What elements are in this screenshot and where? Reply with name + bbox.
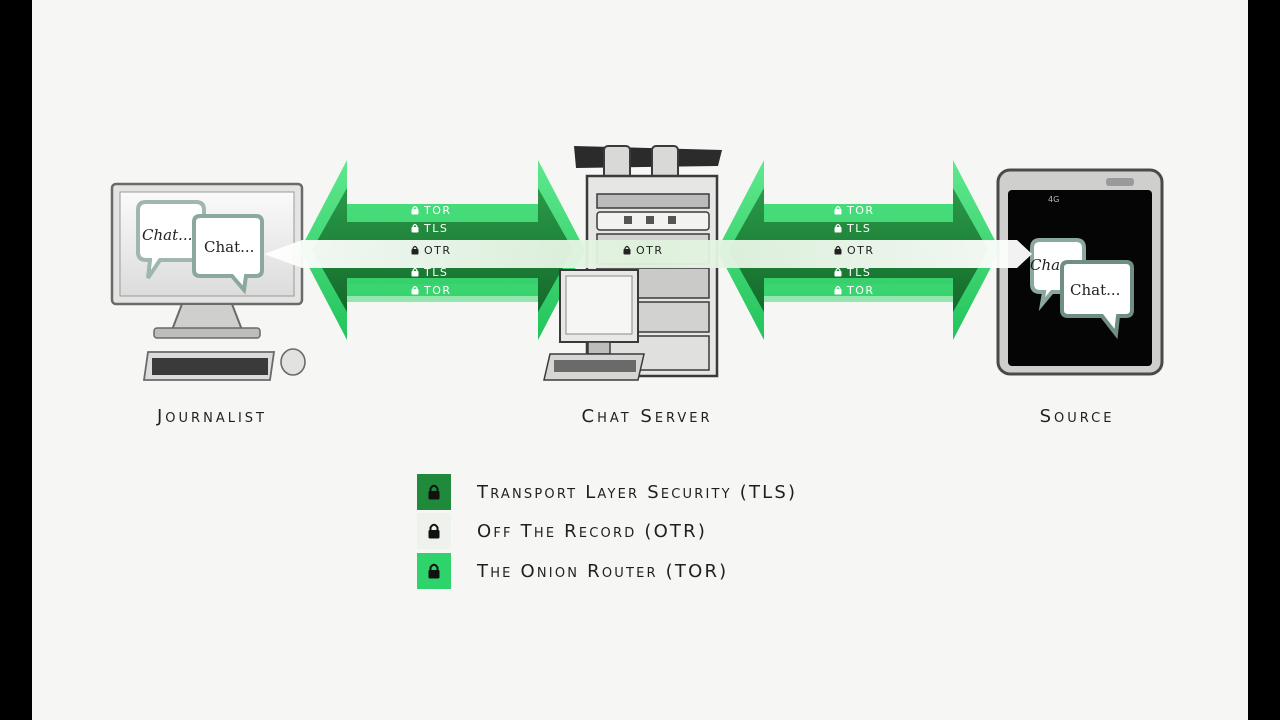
legend-label-tor: The Onion Router (TOR) — [477, 560, 729, 582]
right-label-tls-bottom: TLS — [834, 266, 871, 279]
lock-icon — [834, 289, 842, 295]
left-label-tor-bottom: TOR — [411, 284, 452, 297]
lock-icon — [411, 249, 419, 255]
legend-swatch-otr — [417, 513, 451, 549]
source-label: Source — [1039, 406, 1115, 427]
channel-label: TOR — [423, 284, 452, 297]
channel-label: OTR — [847, 244, 875, 257]
right-channel-labels: TOR TLS OTR TLS TOR — [834, 204, 875, 297]
lock-icon — [623, 249, 631, 255]
legend-item-otr: Off The Record (OTR) — [417, 513, 707, 549]
legend-swatch-tor — [417, 553, 451, 589]
legend-label-tls: Transport Layer Security (TLS) — [477, 481, 798, 503]
right-label-otr: OTR — [834, 244, 875, 257]
source-bubble-a-text: Cha — [1030, 256, 1060, 274]
lock-icon — [411, 209, 419, 215]
legend-label-otr: Off The Record (OTR) — [477, 520, 708, 542]
lock-icon — [834, 271, 842, 277]
channel-label: TLS — [423, 222, 448, 235]
otr-end-to-end-band — [264, 240, 1032, 268]
source-phone-icon — [996, 168, 1164, 376]
lock-icon — [428, 523, 440, 539]
encryption-flow-diagram: Chat... Chat... — [110, 145, 1164, 381]
left-channel-labels: TOR TLS OTR TLS TOR — [411, 204, 452, 297]
legend-swatch-tls — [417, 474, 451, 510]
right-label-tor-bottom: TOR — [834, 284, 875, 297]
channel-label: OTR — [636, 244, 664, 257]
channel-label: TLS — [846, 222, 871, 235]
channel-label: TLS — [846, 266, 871, 279]
channel-label: TOR — [846, 284, 875, 297]
diagram-canvas: Chat... Chat... — [32, 0, 1248, 720]
lock-icon — [411, 227, 419, 233]
journalist-computer-icon — [110, 182, 306, 381]
chat-server-label: Chat Server — [581, 406, 713, 427]
channel-label: TLS — [423, 266, 448, 279]
legend-item-tls: Transport Layer Security (TLS) — [417, 474, 797, 510]
lock-icon — [411, 289, 419, 295]
source-bubble-b-text: Chat... — [1070, 281, 1120, 299]
lock-icon — [428, 484, 440, 500]
channel-label: TOR — [846, 204, 875, 217]
journalist-bubble-b-text: Chat... — [204, 238, 254, 256]
phone-status-text: 4G — [1048, 195, 1059, 204]
channel-label: TOR — [423, 204, 452, 217]
lock-icon — [834, 249, 842, 255]
left-label-otr: OTR — [411, 244, 452, 257]
lock-icon — [428, 563, 440, 579]
right-label-tor-top: TOR — [834, 204, 875, 217]
center-channel-label: OTR — [623, 244, 664, 257]
left-label-tor-top: TOR — [411, 204, 452, 217]
right-label-tls-top: TLS — [834, 222, 871, 235]
lock-icon — [834, 209, 842, 215]
journalist-label: Journalist — [157, 406, 267, 427]
left-label-tls-top: TLS — [411, 222, 448, 235]
journalist-bubble-a-text: Chat... — [142, 226, 192, 244]
legend-item-tor: The Onion Router (TOR) — [417, 553, 728, 589]
channel-label: OTR — [424, 244, 452, 257]
left-label-tls-bottom: TLS — [411, 266, 448, 279]
lock-icon — [411, 271, 419, 277]
lock-icon — [834, 227, 842, 233]
